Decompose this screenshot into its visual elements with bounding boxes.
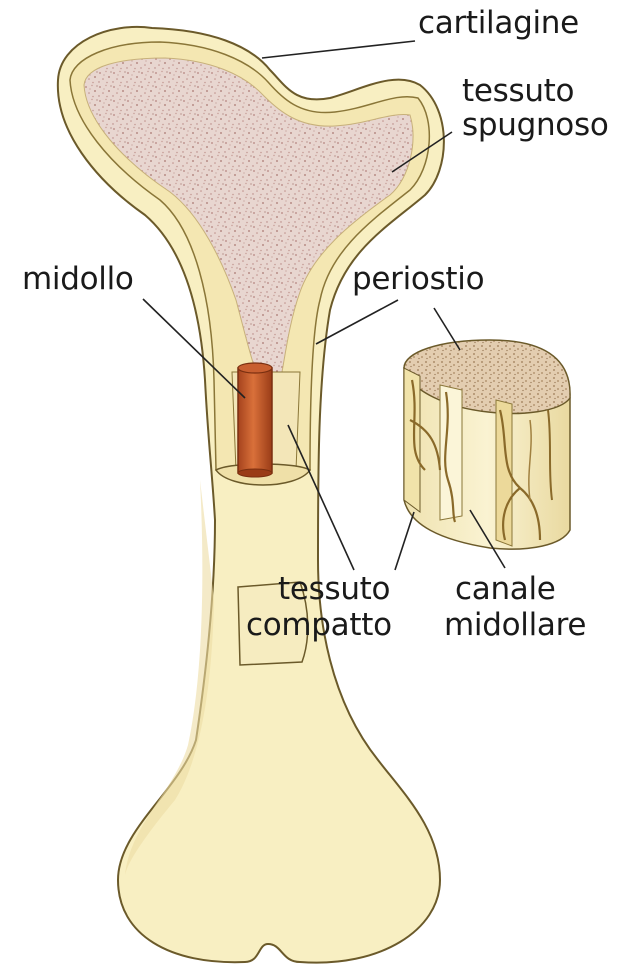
leader-cartilagine <box>262 41 415 58</box>
bone-cross-section <box>404 340 570 549</box>
label-tessuto-spugnoso-line2: spugnoso <box>462 108 609 142</box>
marrow-cylinder <box>238 368 272 473</box>
label-midollo: midollo <box>22 262 134 296</box>
label-cartilagine: cartilagine <box>418 6 579 40</box>
label-tessuto-spugnoso-line1: tessuto <box>462 74 574 108</box>
label-canale-midollare-line2: midollare <box>444 608 586 642</box>
label-canale-midollare-line1: canale <box>455 572 556 606</box>
label-periostio: periostio <box>352 262 484 296</box>
leader-tessuto-compatto-2 <box>395 512 414 570</box>
label-tessuto-compatto-line1: tessuto <box>278 572 390 606</box>
label-tessuto-compatto-line2: compatto <box>246 608 392 642</box>
cylinder-cut-face <box>404 368 420 512</box>
marrow-top <box>238 363 272 373</box>
